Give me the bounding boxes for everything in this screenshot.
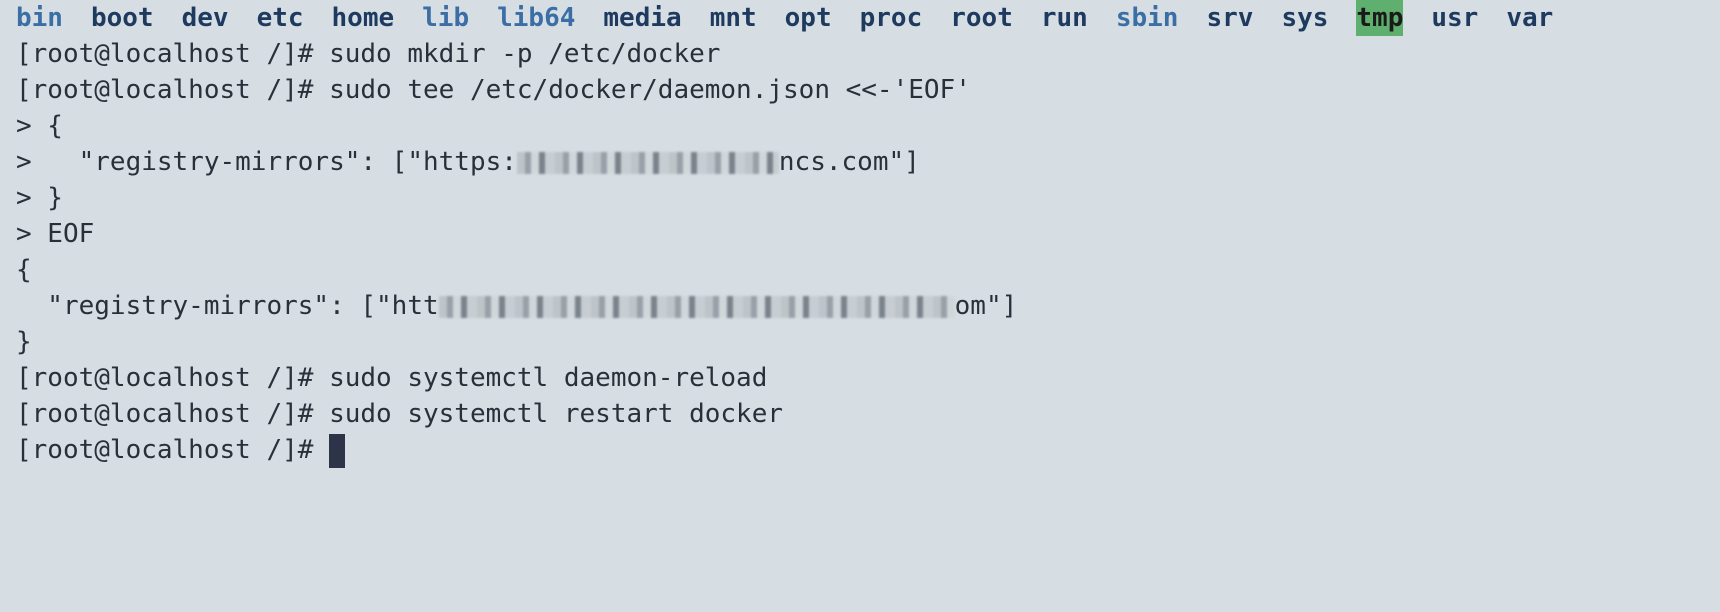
ls-entry-lib: lib — [422, 3, 470, 33]
line-text: "registry-mirrors": ["htt — [16, 291, 439, 321]
terminal-line: [root@localhost /]# sudo systemctl daemo… — [16, 363, 768, 393]
ls-entry-home: home — [331, 3, 395, 33]
terminal-line: > EOF — [16, 219, 95, 249]
ls-entry-mnt: mnt — [709, 3, 757, 33]
redacted-mirror-host — [438, 295, 955, 318]
line-text: om"] — [954, 291, 1018, 321]
terminal-line: [root@localhost /]# sudo mkdir -p /etc/d… — [16, 39, 721, 69]
terminal-line: [root@localhost /]# sudo tee /etc/docker… — [16, 75, 971, 105]
ls-entry-root: root — [950, 3, 1013, 33]
ls-entry-boot: boot — [90, 3, 154, 33]
terminal-line: } — [16, 327, 32, 357]
terminal-line: > } — [16, 183, 63, 213]
terminal-line: "registry-mirrors": ["htt om"] — [16, 288, 1720, 324]
shell-prompt: [root@localhost /]# — [16, 435, 330, 465]
ls-entry-usr: usr — [1431, 3, 1479, 33]
ls-entry-proc: proc — [859, 3, 923, 33]
ls-entry-lib64: lib64 — [497, 3, 576, 33]
ls-entry-sys: sys — [1281, 3, 1329, 33]
ls-entry-etc: etc — [256, 3, 304, 33]
ls-entry-media: media — [603, 3, 682, 33]
ls-entry-opt: opt — [784, 3, 832, 33]
ls-entry-dev: dev — [181, 3, 229, 33]
ls-entry-var: var — [1506, 3, 1554, 33]
terminal-prompt-line[interactable]: [root@localhost /]# — [16, 432, 1720, 468]
ls-entry-sbin: sbin — [1115, 3, 1179, 33]
ls-entry-bin: bin — [16, 3, 63, 33]
terminal-line: { — [16, 255, 32, 285]
terminal-line: > "registry-mirrors": ["https: ncs.com"] — [16, 144, 1720, 180]
terminal-line: > { — [16, 111, 63, 141]
ls-entry-srv: srv — [1206, 3, 1254, 33]
ls-entry-tmp: tmp — [1356, 0, 1404, 36]
ls-entry-run: run — [1040, 3, 1088, 33]
terminal-line: [root@localhost /]# sudo systemctl resta… — [16, 399, 784, 429]
line-text: > "registry-mirrors": ["https: — [16, 147, 517, 177]
line-text: ncs.com"] — [778, 147, 920, 177]
text-cursor — [329, 433, 346, 468]
redacted-mirror-host — [516, 151, 779, 174]
